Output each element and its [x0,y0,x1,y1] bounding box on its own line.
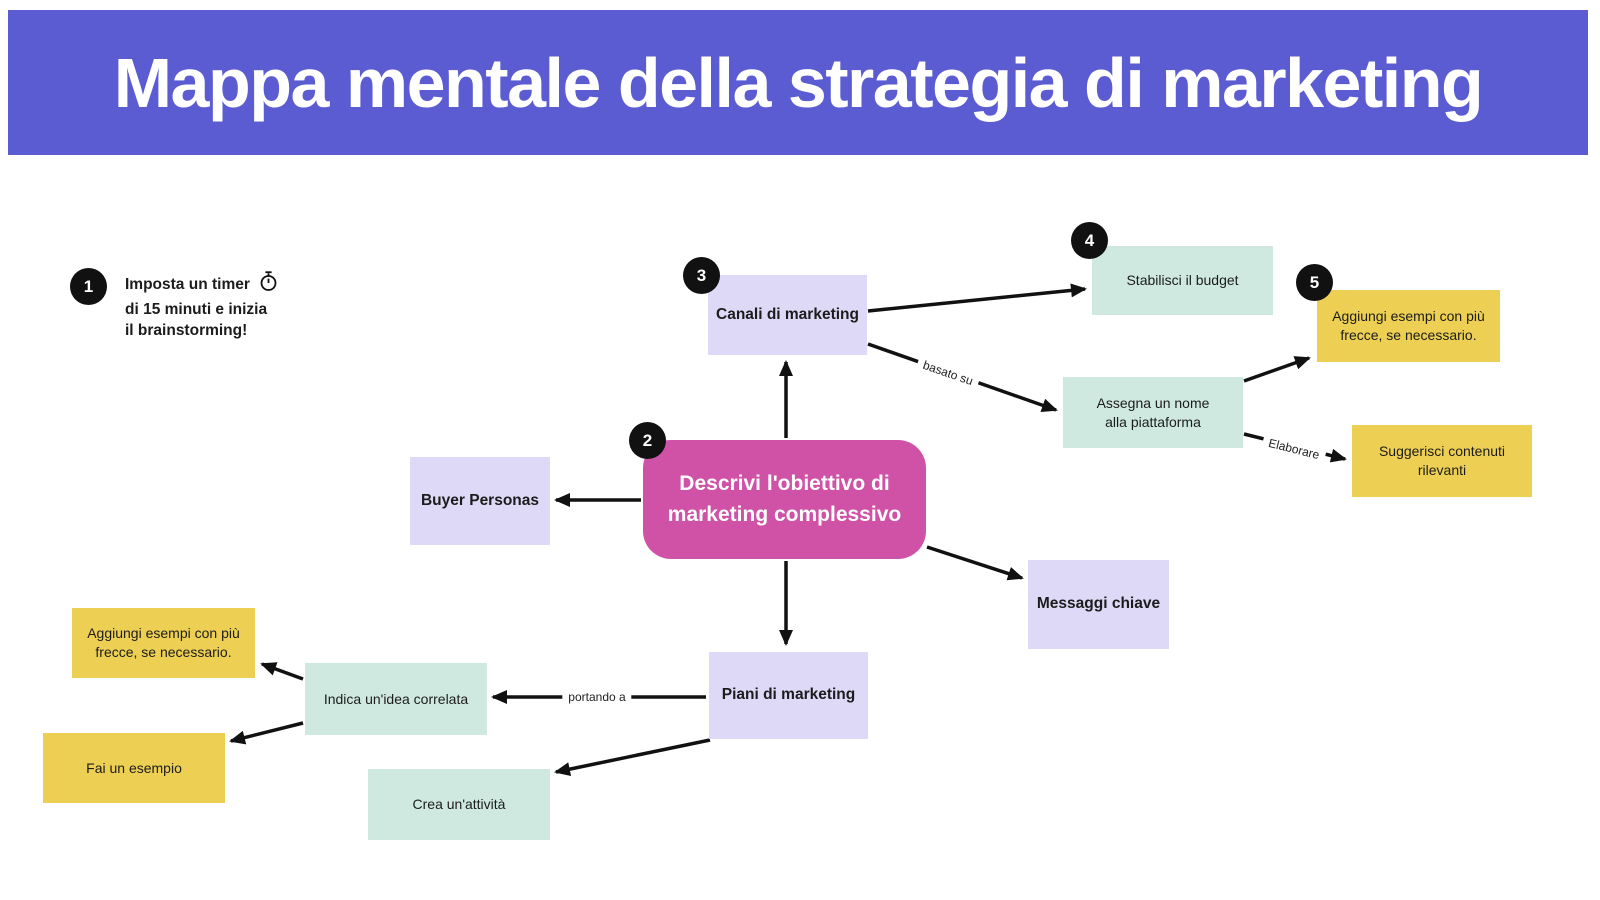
node-stabilisci-budget[interactable]: Stabilisci il budget [1092,246,1273,315]
stopwatch-icon [258,270,279,299]
node-label: Stabilisci il budget [1126,272,1239,289]
node-aggiungi-esempi-destra[interactable]: Aggiungi esempi con più frecce, se neces… [1317,290,1500,362]
node-fai-un-esempio[interactable]: Fai un esempio [43,733,225,803]
node-crea-attivita[interactable]: Crea un'attività [368,769,550,840]
node-buyer-personas[interactable]: Buyer Personas [410,457,550,545]
node-label: Buyer Personas [420,491,540,509]
node-messaggi-chiave[interactable]: Messaggi chiave [1028,560,1169,649]
edge-indica-to-fai [229,721,304,745]
node-label: Messaggi chiave [1036,595,1161,613]
step-badge-3: 3 [683,257,720,294]
node-label: Suggerisci contenuti rilevanti [1378,443,1506,478]
step-badge-1: 1 [70,268,107,305]
node-label: Crea un'attività [412,796,506,813]
node-assegna-nome-piattaforma[interactable]: Assegna un nome alla piattaforma [1063,377,1243,448]
step-badge-5: 5 [1296,264,1333,301]
node-indica-idea-correlata[interactable]: Indica un'idea correlata [305,663,487,735]
node-obiettivo-marketing[interactable]: Descrivi l'obiettivo di marketing comple… [643,440,926,559]
node-label: Fai un esempio [86,759,182,776]
step-badge-2: 2 [629,422,666,459]
node-label: Aggiungi esempi con più frecce, se neces… [87,625,240,660]
instruction-line: Imposta un timer [125,275,250,293]
header-banner: Mappa mentale della strategia di marketi… [8,10,1588,155]
page-title: Mappa mentale della strategia di marketi… [113,43,1484,122]
node-label: Assegna un nome alla piattaforma [1096,394,1210,430]
edge-piani-to-crea [554,738,711,777]
node-label: Aggiungi esempi con più frecce, se neces… [1332,308,1485,343]
node-aggiungi-esempi-sinistra[interactable]: Aggiungi esempi con più frecce, se neces… [72,608,255,678]
edge-label-portando-a: portando a [562,689,632,705]
node-label: Descrivi l'obiettivo di marketing comple… [667,472,902,526]
node-canali-di-marketing[interactable]: Canali di marketing [708,275,867,355]
node-suggerisci-contenuti[interactable]: Suggerisci contenuti rilevanti [1352,425,1532,497]
node-label: Piani di marketing [721,686,856,704]
node-piani-di-marketing[interactable]: Piani di marketing [709,652,868,739]
edge-assegna-to-esempi-right [1243,356,1311,383]
edge-canali-to-budget [867,283,1087,313]
edge-center-to-messaggi [926,545,1024,581]
instruction-note: Imposta un timer di 15 minuti e inizia i… [125,270,279,342]
edge-indica-to-esempi-left [260,662,304,681]
step-badge-4: 4 [1071,222,1108,259]
instruction-line: il brainstorming! [125,322,248,339]
node-label: Indica un'idea correlata [323,690,469,707]
node-label: Canali di marketing [716,305,859,323]
instruction-line: di 15 minuti e inizia [125,300,268,318]
